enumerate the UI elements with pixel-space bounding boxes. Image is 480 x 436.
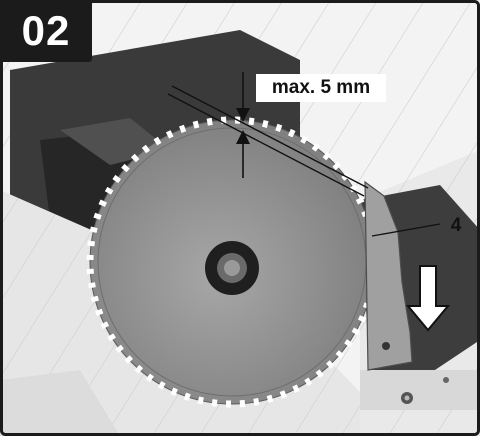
measure-arrow-down-head [236, 108, 250, 122]
riving-knife [364, 180, 413, 371]
riving-knife-callout: 4 [450, 215, 462, 236]
measurement-label: max. 5 mm [256, 74, 386, 102]
measure-line-bottom [167, 93, 365, 197]
table-rivet [443, 377, 449, 383]
measure-line-top [171, 85, 369, 189]
workpiece-lower-left [0, 370, 120, 436]
table-screw-center [404, 395, 410, 401]
measure-arrow-up-head [236, 130, 250, 144]
step-number-badge: 02 [0, 0, 92, 62]
table-slot-strip [360, 370, 480, 410]
move-down-arrow [405, 265, 451, 332]
riving-knife-bolt [382, 342, 390, 350]
blade-arbor-nut [224, 260, 240, 276]
callout-leader-line [371, 223, 441, 237]
